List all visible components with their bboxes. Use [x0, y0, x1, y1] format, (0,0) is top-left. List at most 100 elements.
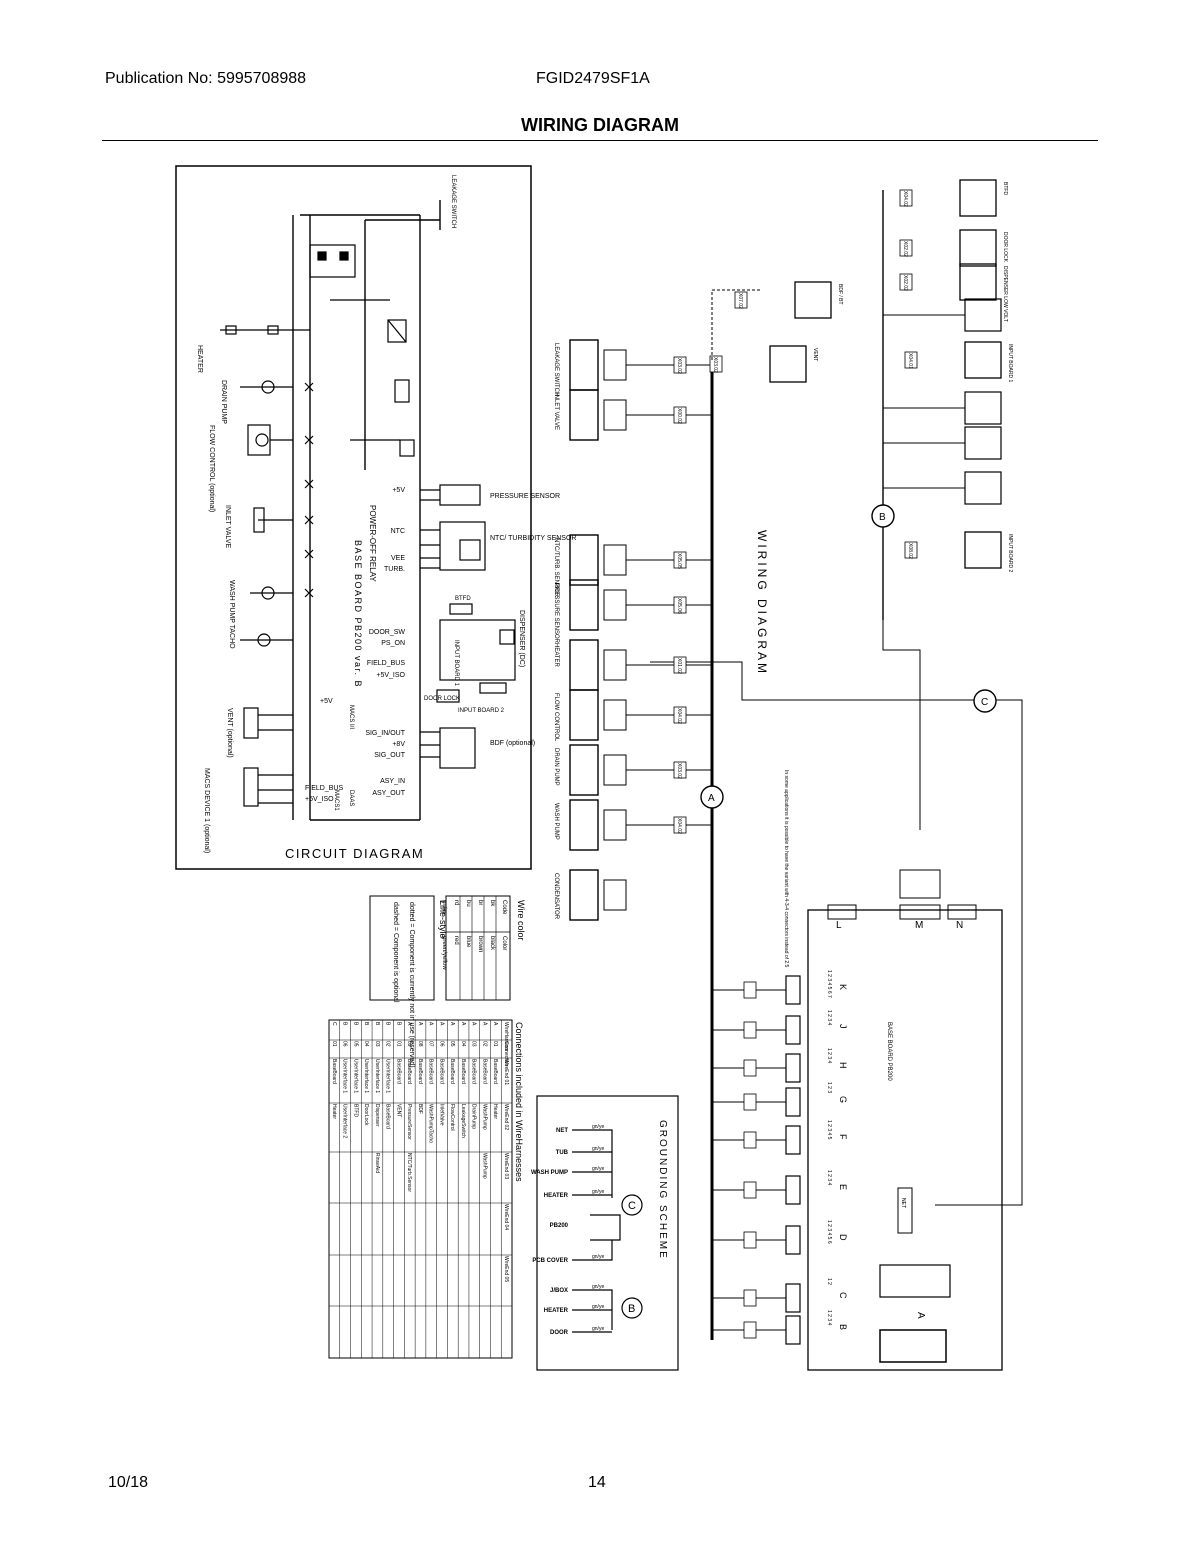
board-connector-pins: 1 2 3 4: [826, 1048, 832, 1064]
ntc-sensor-label: NTC/ TURBIDITY SENSOR: [490, 535, 576, 542]
left-component-label: NTC/TURB. SENSOR: [553, 538, 559, 598]
connector-n: N: [956, 920, 963, 931]
signal-8v: +8V: [392, 741, 405, 748]
connections-cell: BDF: [417, 1104, 423, 1114]
signal-ntc: NTC: [391, 528, 405, 535]
connections-cell: 09: [406, 1041, 412, 1047]
connections-cell: B: [342, 1022, 348, 1026]
wiring-section: A B C WIRING DIAGRAM In some application…: [553, 179, 1023, 1371]
top-component-box: [964, 531, 1002, 569]
top-component-label: INPUT BOARD 2: [1007, 534, 1013, 572]
page-title: WIRING DIAGRAM: [521, 115, 679, 135]
connections-cell: 01: [395, 1041, 401, 1047]
left-component-plug: [603, 699, 627, 731]
connections-cell: BaseBoard: [417, 1059, 423, 1084]
connections-cell: DrainPump: [471, 1104, 477, 1129]
left-component-box: [569, 639, 599, 691]
macs-device-label: MACS DEVICE 1 (optional): [203, 768, 210, 853]
board-connector-pins: 1 2: [826, 1278, 832, 1285]
wire-color-legend: CodeColorbkblackbrbrownbubluerdredgn/yeg…: [369, 895, 526, 1068]
connections-cell: DoorLock: [363, 1104, 369, 1126]
connections-cell: RinseAid: [374, 1153, 380, 1173]
relay-block: [309, 244, 415, 457]
signal-field-bus: FIELD_BUS: [367, 660, 405, 667]
top-component-box: [959, 179, 997, 217]
board-connector-letter: H: [838, 1062, 848, 1069]
wire-color-rows: CodeColorbkblackbrbrownbubluerdredgn/yeg…: [441, 900, 507, 970]
wire-color-code: rd: [453, 900, 459, 905]
left-component-label: HEATER: [553, 643, 559, 668]
connections-cell: BaseBoard: [471, 1059, 477, 1084]
board-connector-letter: K: [838, 984, 848, 990]
left-component-plug: [603, 879, 627, 911]
connections-cell: A: [449, 1022, 455, 1026]
board-connector-pins: 1 2 3 4: [826, 1010, 832, 1026]
grounding-item-wire: gn/ye: [592, 1326, 604, 1332]
connections-cell: A: [460, 1022, 466, 1026]
circuit-signals: +5V NTC VEE TURB. DOOR_SW PS_ON FIELD_BU…: [305, 487, 406, 803]
connections-header-cell: WireEnd 03: [503, 1153, 509, 1179]
relay-label: POWER-OFF RELAY: [368, 505, 377, 582]
left-component-label: CONDENSATOR: [553, 873, 559, 920]
circuit-frame: [175, 165, 532, 870]
left-component-conn: X04.02: [676, 818, 682, 834]
left-component-box: [569, 534, 599, 586]
board-connector: [785, 1225, 801, 1255]
connections-cell: Heater: [331, 1104, 337, 1119]
marker-c-label: C: [981, 697, 988, 708]
signal-ps-on: PS_ON: [381, 640, 405, 647]
left-component-plug: [603, 399, 627, 431]
left-component-plug: [603, 754, 627, 786]
connections-cell: 01: [492, 1041, 498, 1047]
connections-cell: UserInterface 1: [374, 1059, 380, 1093]
marker-b-label: B: [879, 512, 886, 523]
wire-color-code: Code: [501, 900, 507, 915]
top-component-label: INPUT BOARD 1: [1007, 344, 1013, 382]
vent-label: VENT (optional): [226, 708, 233, 758]
connections-cell: 02: [481, 1041, 487, 1047]
wire-color-name: brown: [477, 936, 483, 952]
left-component-label: DRAIN PUMP: [553, 748, 559, 786]
signal-vee: VEE: [391, 555, 405, 562]
line-style-box: [369, 895, 435, 1001]
top-component-box: [959, 229, 997, 267]
connections-cell: BaseBoard: [406, 1059, 412, 1084]
top-component-conn: X02.02: [902, 241, 908, 257]
top-component-label: VENT: [812, 348, 818, 361]
base-board-outline: [807, 909, 1003, 1371]
publication-number: Publication No: 5995708988: [105, 70, 307, 87]
board-connector-letter: C: [838, 1292, 848, 1299]
left-component-conn: X03.02: [676, 358, 682, 374]
board-connector-pins: 1 2 3 4: [826, 1170, 832, 1186]
connections-cell: UserInterface 1: [342, 1059, 348, 1093]
left-component-conn: X05.05: [676, 553, 682, 569]
connections-cell: A: [428, 1022, 434, 1026]
connections-cell: 03: [374, 1041, 380, 1047]
wire-color-code: br: [477, 900, 483, 905]
grounding-item-wire: gn/ye: [592, 1189, 604, 1195]
grounding-scheme: GROUNDING SCHEME C B NETgn/yeTUBgn/yeWAS…: [531, 1095, 679, 1371]
bdf-label: BDF (optional): [490, 740, 535, 747]
wire-color-name: green/yellow: [441, 936, 447, 970]
board-connector: [785, 1053, 801, 1083]
wire-color-table: [445, 895, 511, 1001]
connector-l: L: [836, 920, 842, 931]
top-component-conn: X04.01: [907, 353, 913, 369]
connections-header-cell: WireEnd 04: [503, 1204, 509, 1230]
board-connector-letter: E: [838, 1184, 848, 1190]
top-component-label: DISPENSER LOW VOLT: [1002, 266, 1008, 322]
wire-color-name: blue: [465, 936, 471, 948]
connections-cell: 07: [428, 1041, 434, 1047]
connections-cell: PressureSensor: [406, 1104, 412, 1140]
grounding-item-label: HEATER: [544, 1193, 569, 1199]
top-component-box: [769, 345, 807, 383]
left-component-label: PRESSURE SENSOR: [553, 583, 559, 644]
top-component-conn: X08.02: [907, 543, 913, 559]
connections-cell: BaseBoard: [460, 1059, 466, 1084]
connections-cell: BTFD: [352, 1104, 358, 1117]
board-connector: [785, 1283, 801, 1313]
wire-color-name: black: [489, 936, 495, 951]
